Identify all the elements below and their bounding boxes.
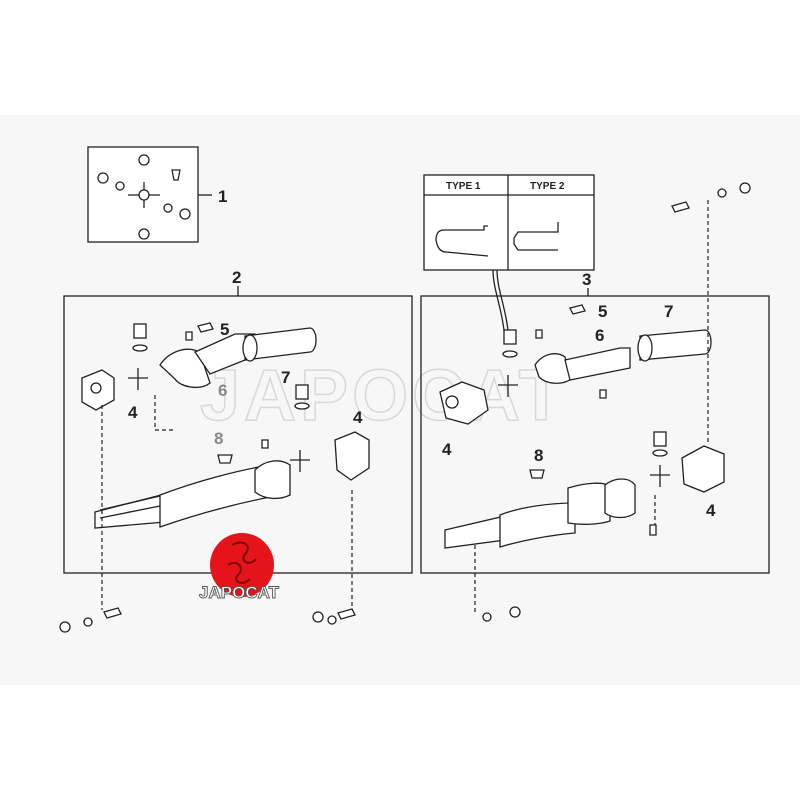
callout-3: 3 bbox=[582, 270, 591, 289]
callout-7-left: 7 bbox=[281, 368, 290, 387]
type-reference-box: TYPE 1 TYPE 2 bbox=[423, 174, 595, 341]
callout-7-right: 7 bbox=[664, 302, 673, 321]
callout-5-left: 5 bbox=[220, 320, 229, 339]
callout-4-right-b: 4 bbox=[706, 501, 716, 520]
callout-6-left: 6 bbox=[218, 381, 227, 400]
watermark: JAPOCAT bbox=[200, 356, 567, 436]
assembly-box-3 bbox=[420, 295, 770, 574]
logo-text: JAPOCAT bbox=[199, 583, 280, 602]
type-1-label: TYPE 1 bbox=[446, 181, 481, 192]
callout-5-right: 5 bbox=[598, 302, 607, 321]
callout-4-left-a: 4 bbox=[128, 403, 138, 422]
spider-kit-box bbox=[87, 146, 212, 243]
japocat-logo: JAPOCAT bbox=[199, 533, 280, 602]
callout-4-left-b: 4 bbox=[353, 408, 363, 427]
box3-parts bbox=[439, 182, 751, 622]
callout-2: 2 bbox=[232, 268, 241, 287]
callout-1: 1 bbox=[218, 187, 227, 206]
callout-8-right: 8 bbox=[534, 446, 543, 465]
callout-6-right: 6 bbox=[595, 326, 604, 345]
type-2-label: TYPE 2 bbox=[530, 181, 565, 192]
callout-8-left: 8 bbox=[214, 429, 223, 448]
box2-parts bbox=[59, 322, 370, 633]
callout-4-right-a: 4 bbox=[442, 440, 452, 459]
